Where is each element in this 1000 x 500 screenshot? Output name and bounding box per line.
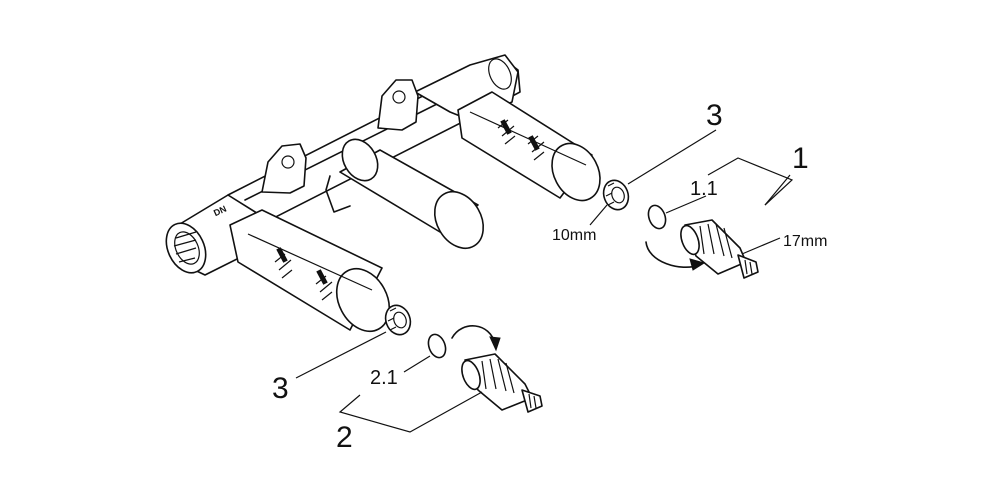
protection-sleeve-right	[457, 91, 601, 202]
body-marking: DN	[212, 204, 228, 219]
protection-sleeve-left	[229, 209, 391, 333]
leader-lines	[295, 129, 794, 433]
label-part-3-top: 3	[706, 99, 723, 132]
plug-cylinder-middle	[325, 138, 485, 250]
label-part-3-bottom: 3	[272, 372, 289, 405]
cartridge-part-1	[680, 219, 759, 279]
o-ring-part-1-1	[647, 204, 667, 230]
mounting-lug-left	[261, 143, 307, 194]
cartridge-part-2	[461, 353, 543, 413]
label-part-2-1: 2.1	[370, 367, 398, 389]
label-size-17mm: 17mm	[783, 233, 827, 250]
label-size-10mm: 10mm	[552, 227, 596, 244]
label-part-1-1: 1.1	[690, 178, 718, 200]
o-ring-part-2-1	[427, 333, 447, 359]
nut-part-3-top	[602, 179, 630, 211]
nut-part-3-bottom	[384, 304, 412, 336]
label-part-1: 1	[792, 142, 809, 175]
mounting-lug-right	[377, 79, 419, 131]
rotation-arrow-bottom	[451, 325, 501, 352]
rotation-arrow-top	[645, 241, 706, 271]
label-part-2: 2	[336, 421, 353, 454]
